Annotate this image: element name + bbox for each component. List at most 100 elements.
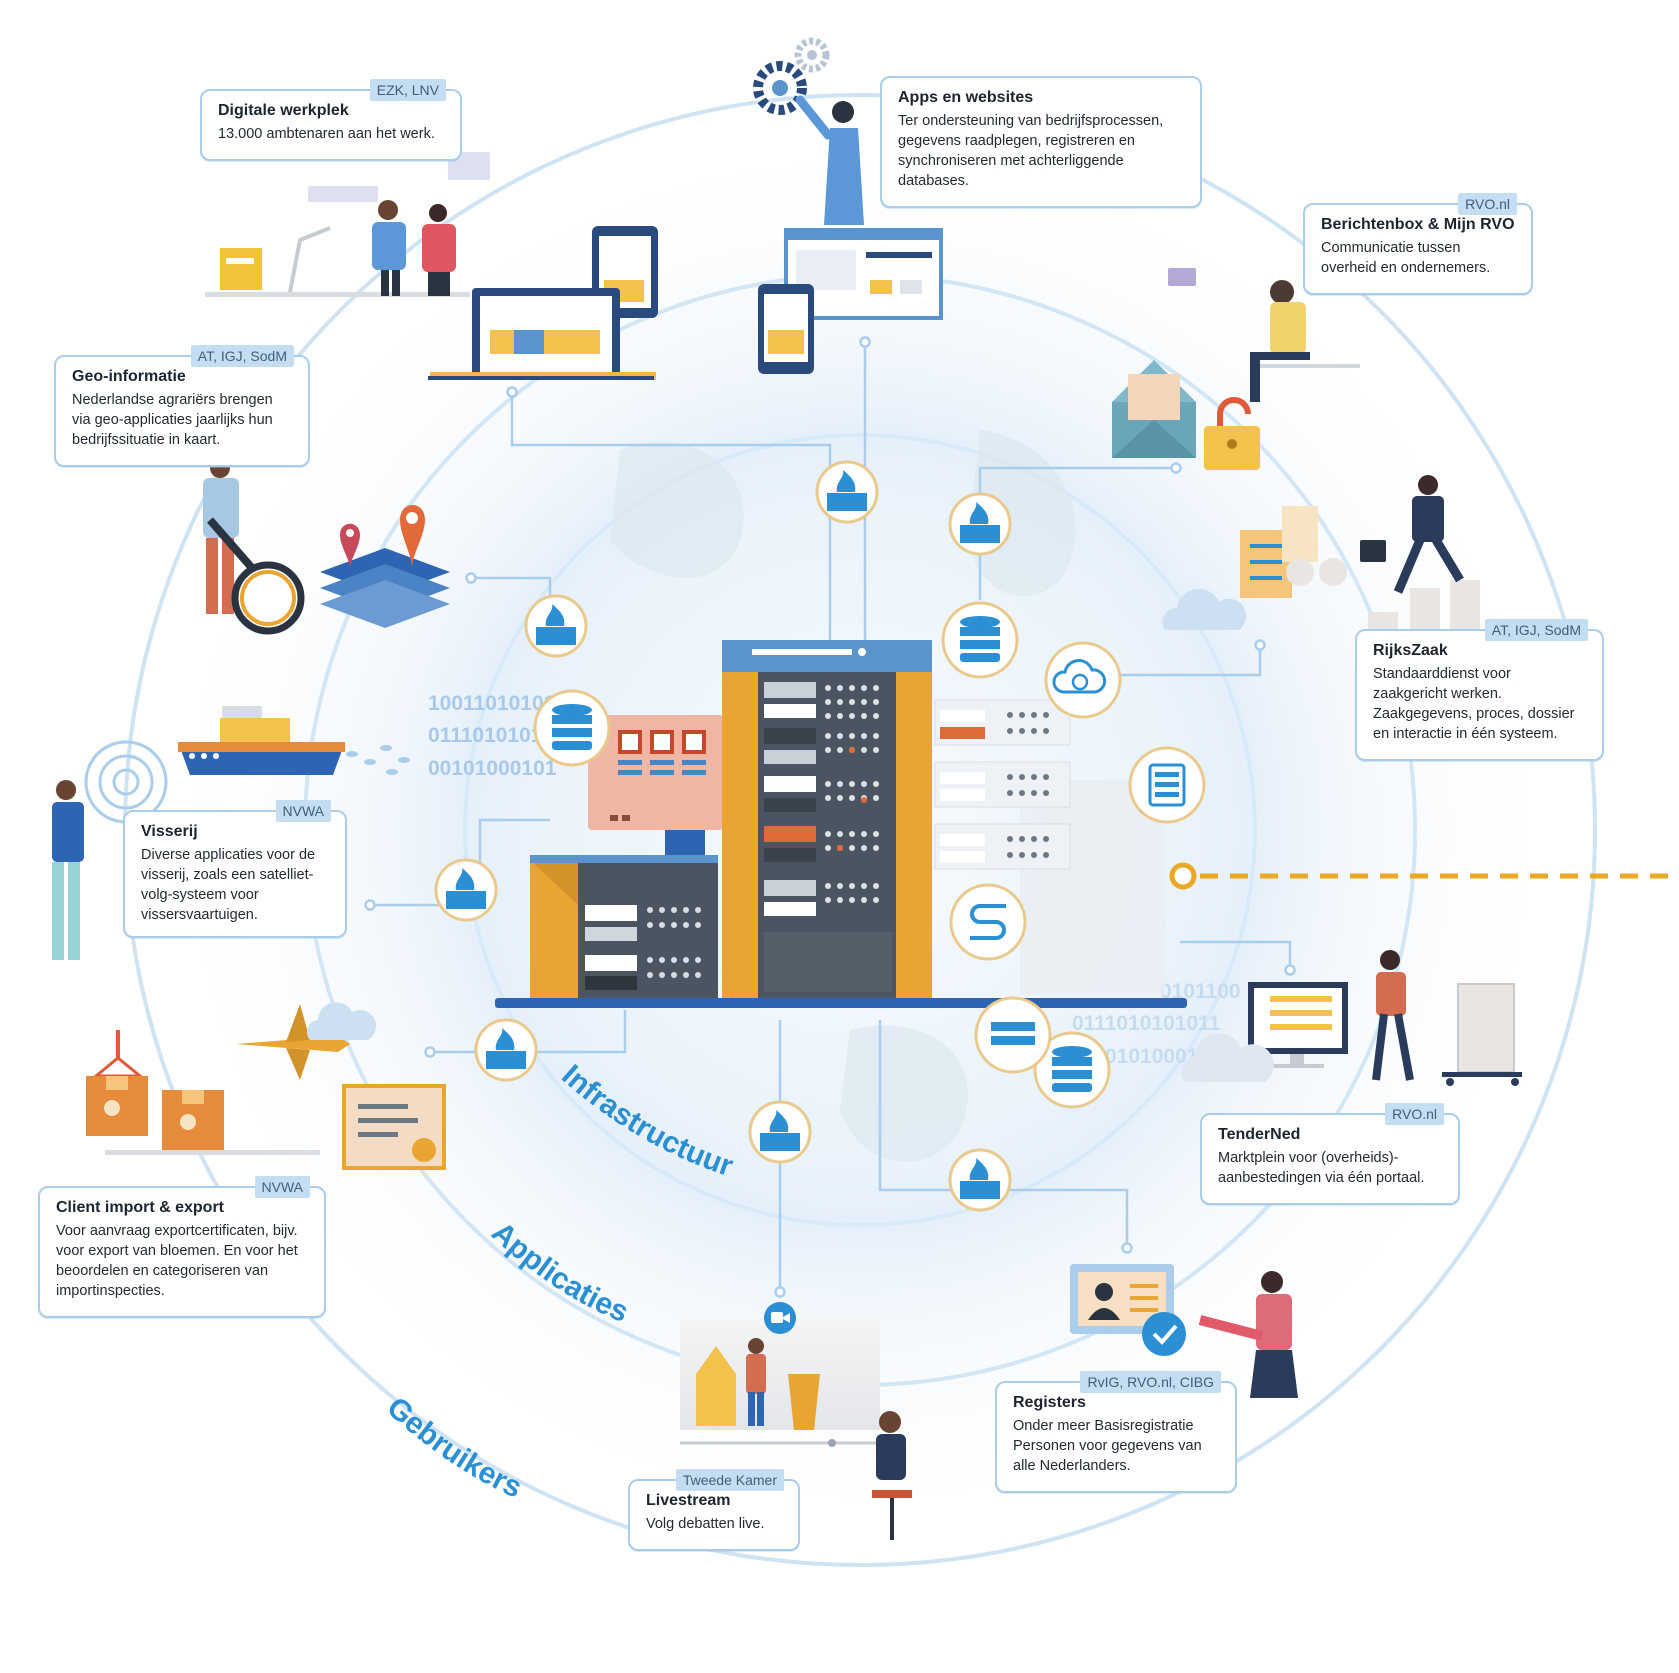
gear-icon <box>753 61 807 115</box>
illustration-tenderned <box>1181 950 1522 1086</box>
firewall-icon <box>474 1018 538 1082</box>
server-base <box>495 998 1187 1008</box>
tower-slots <box>764 682 892 992</box>
card-title: TenderNed <box>1218 1126 1301 1143</box>
illustration-registers <box>1070 1264 1298 1398</box>
card-apps-websites: Apps en websites Ter ondersteuning van b… <box>880 76 1202 208</box>
card-tag: RVO.nl <box>1458 193 1517 215</box>
database-icon <box>941 601 1019 679</box>
server-icon <box>1128 746 1206 824</box>
card-tenderned: RVO.nl TenderNed Marktplein voor (overhe… <box>1200 1103 1460 1205</box>
card-description: Nederlandse agrariërs brengen via geo-ap… <box>72 392 273 448</box>
illustration-livestream <box>680 1302 912 1540</box>
dashed-line-endpoint <box>1169 862 1197 890</box>
database-icon <box>533 689 611 767</box>
crane-hook-icon <box>91 1030 145 1078</box>
binary-left-2: 01110101010 <box>428 724 554 747</box>
network-icon <box>949 883 1027 961</box>
connector-dots <box>364 336 1296 1298</box>
server-cluster <box>495 640 1187 1008</box>
card-title: Client import & export <box>56 1199 225 1216</box>
card-registers: RvIG, RVO.nl, CIBG Registers Onder meer … <box>995 1371 1237 1493</box>
tower-leds <box>825 685 879 903</box>
globe-land-2 <box>968 430 1076 597</box>
cloud-icon <box>1181 1033 1274 1082</box>
package-box-icon <box>162 1090 224 1150</box>
card-title: Visserij <box>141 823 198 840</box>
card-title: Digitale werkplek <box>218 102 349 119</box>
binary-right-2: 0111010101011 <box>1072 1012 1221 1035</box>
card-description: Onder meer Basisregistratie Personen voo… <box>1013 1418 1202 1474</box>
card-tag: AT, IGJ, SodM <box>190 345 294 367</box>
firewall-icon <box>434 858 498 922</box>
tower-top <box>722 640 932 672</box>
card-client-import-export: NVWA Client import & export Voor aanvraa… <box>38 1176 326 1318</box>
monitor-icon <box>1248 982 1348 1068</box>
card-title: Geo-informatie <box>72 368 186 385</box>
illustration-digital-workplace <box>205 152 658 380</box>
card-description: Marktplein voor (overheids)-aanbesteding… <box>1218 1150 1425 1186</box>
globe-land-3 <box>840 1025 968 1163</box>
location-pin-icon <box>400 505 425 568</box>
firewall-icon <box>948 492 1012 556</box>
card-description: Voor aanvraag exportcertificaten, bijv. … <box>56 1223 298 1299</box>
card-description: Ter ondersteuning van bedrijfsprocessen,… <box>898 113 1164 189</box>
ship-icon <box>178 706 345 775</box>
card-title: Berichtenbox & Mijn RVO <box>1321 216 1515 233</box>
card-description: Communicatie tussen overheid en ondernem… <box>1321 240 1491 276</box>
gear-icon <box>794 37 830 73</box>
check-icon <box>1142 1312 1186 1356</box>
id-card-icon <box>1070 1264 1174 1334</box>
server-racks-right <box>934 699 1071 870</box>
card-title: Livestream <box>646 1492 731 1509</box>
tower-right-side <box>896 640 932 998</box>
card-rijkszaak: AT, IGJ, SodM RijksZaak Standaarddienst … <box>1355 619 1604 761</box>
card-description: Volg debatten live. <box>646 1516 765 1532</box>
cloud-sync-icon <box>1044 641 1122 719</box>
card-title: Apps en websites <box>898 89 1034 106</box>
storage-icon <box>974 996 1052 1074</box>
illustration-berichtenbox <box>1112 268 1360 470</box>
card-description: Standaarddienst voor zaakgericht werken.… <box>1373 666 1575 742</box>
padlock-icon <box>1204 397 1260 470</box>
tower-left-side <box>722 640 758 998</box>
binary-left-3: 00101000101 <box>428 757 557 780</box>
mail-envelope-icon <box>1112 360 1196 458</box>
card-tag: NVWA <box>254 1176 310 1198</box>
card-geo-informatie: AT, IGJ, SodM Geo-informatie Nederlandse… <box>54 345 310 467</box>
card-visserij: NVWA Visserij Diverse applicaties voor d… <box>123 800 347 938</box>
server-left-side <box>530 860 578 998</box>
video-camera-icon <box>764 1302 796 1334</box>
cloud-icon <box>1162 588 1247 630</box>
inner-ring <box>463 433 1257 1227</box>
certificate-icon <box>342 1084 446 1170</box>
illustration-client-import-export <box>86 1002 446 1170</box>
fish-icon <box>346 745 410 775</box>
card-title: Registers <box>1013 1394 1086 1411</box>
card-livestream: Tweede Kamer Livestream Volg debatten li… <box>628 1469 800 1551</box>
card-tag: Tweede Kamer <box>675 1469 784 1491</box>
magnifier-icon <box>206 517 305 635</box>
illustration-apps-websites <box>753 37 943 374</box>
card-description: 13.000 ambtenaren aan het werk. <box>218 126 435 142</box>
card-digitale-werkplek: EZK, LNV Digitale werkplek 13.000 ambten… <box>200 79 462 161</box>
binary-right-1: 0101100 <box>1160 980 1241 1003</box>
card-tag: RvIG, RVO.nl, CIBG <box>1080 1371 1221 1393</box>
illustration-geo-informatie <box>203 458 450 635</box>
card-description: Diverse applicaties voor de visserij, zo… <box>141 847 316 923</box>
globe-land-1 <box>610 442 744 578</box>
card-berichtenbox: RVO.nl Berichtenbox & Mijn RVO Communica… <box>1303 193 1533 295</box>
package-box-icon <box>86 1076 148 1136</box>
card-tag: RVO.nl <box>1385 1103 1444 1125</box>
firewall-icon <box>748 1100 812 1164</box>
cart-icon <box>1442 983 1522 1086</box>
card-tag: NVWA <box>275 800 331 822</box>
card-title: RijksZaak <box>1373 642 1448 659</box>
server-tower-ghost <box>1020 780 1165 995</box>
firewall-icon <box>815 460 879 524</box>
location-pin-icon <box>340 523 360 568</box>
firewall-icon <box>524 594 588 658</box>
map-layers-icon <box>320 548 450 628</box>
